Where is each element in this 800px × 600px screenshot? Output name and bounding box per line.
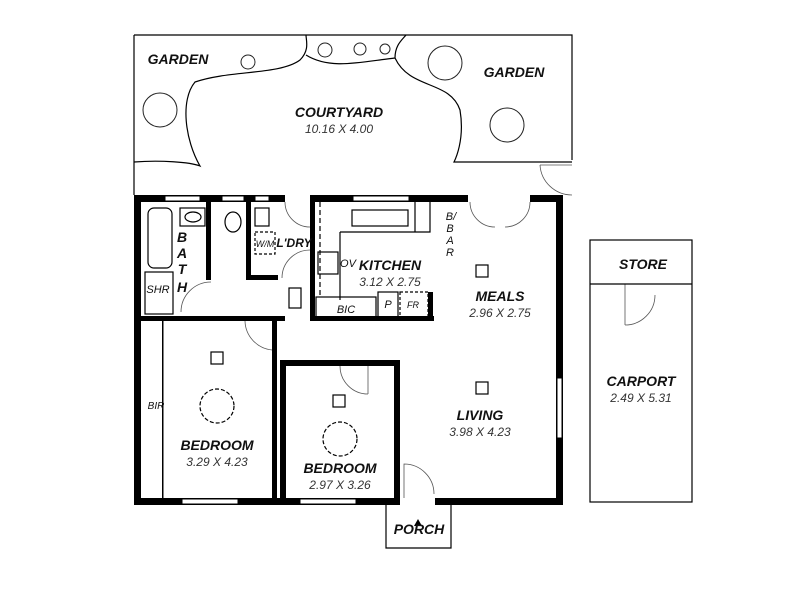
dim-bedroom-2: 2.97 X 3.26 (308, 478, 371, 492)
label-bic: BIC (337, 304, 355, 316)
label-shower: SHR (146, 284, 169, 296)
label-fridge: FR (407, 300, 419, 310)
label-bbar-1: B/ (446, 211, 457, 223)
label-bedroom-1: BEDROOM (180, 437, 253, 453)
garden-bed-right (394, 57, 572, 163)
carport-outline (589, 239, 693, 503)
label-garden-right: GARDEN (484, 64, 546, 80)
label-bbar-3: A (445, 235, 453, 247)
label-bath-t: T (178, 261, 188, 277)
label-bath-a: A (176, 245, 187, 261)
garden-bed-middle (305, 34, 407, 65)
label-laundry: L'DRY (276, 236, 312, 250)
label-oven: OV (340, 258, 358, 270)
dim-courtyard: 10.16 X 4.00 (305, 122, 373, 136)
courtyard-gate (539, 164, 573, 196)
windows (164, 195, 563, 505)
fixtures (144, 202, 489, 457)
label-garden-left: GARDEN (148, 51, 210, 67)
dim-kitchen: 3.12 X 2.75 (359, 275, 421, 289)
tree-icons (142, 42, 525, 143)
garden-bed-left (133, 34, 308, 168)
dim-bedroom-1: 3.29 X 4.23 (186, 455, 248, 469)
entry-arrow-icon (414, 519, 422, 526)
label-carport: CARPORT (607, 373, 677, 389)
label-bedroom-2: BEDROOM (303, 460, 376, 476)
label-porch: PORCH (394, 521, 445, 537)
dim-meals: 2.96 X 2.75 (468, 306, 531, 320)
label-bath-h: H (177, 279, 188, 295)
door-swings (180, 201, 656, 498)
label-pantry: P (384, 299, 392, 311)
label-living: LIVING (457, 407, 504, 423)
label-bbar-4: R (446, 247, 454, 259)
label-bbar-2: B (446, 223, 453, 235)
porch-outline (385, 505, 452, 549)
label-meals: MEALS (476, 288, 526, 304)
label-bir: BIR (148, 401, 165, 412)
dim-carport: 2.49 X 5.31 (609, 391, 671, 405)
label-kitchen: KITCHEN (359, 257, 422, 273)
dim-living: 3.98 X 4.23 (449, 425, 511, 439)
label-washing-machine: W/M (256, 239, 275, 249)
label-store: STORE (619, 256, 668, 272)
label-courtyard: COURTYARD (295, 104, 383, 120)
courtyard-boundary (134, 34, 573, 160)
label-bath-b: B (177, 229, 187, 245)
